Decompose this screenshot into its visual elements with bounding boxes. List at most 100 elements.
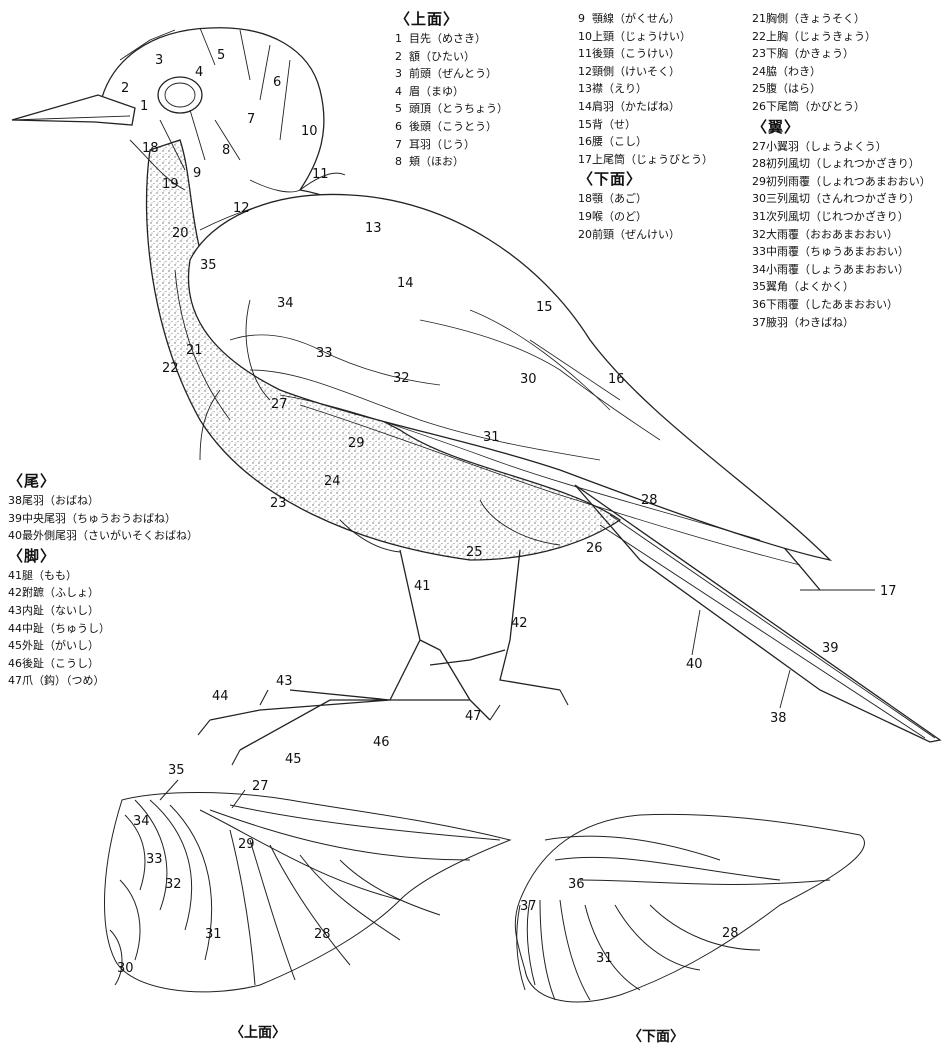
legend-item: 38尾羽（おばね）	[8, 492, 198, 510]
wing-upper-label-31: 31	[205, 927, 222, 942]
wing-upper-label-27: 27	[252, 779, 269, 794]
label-35: 35	[200, 258, 217, 273]
legend-item-text: 下尾筒（かびとう）	[766, 100, 865, 113]
legend-item-number: 39	[8, 510, 22, 528]
label-8: 8	[222, 143, 230, 158]
label-39: 39	[822, 641, 839, 656]
legend-item-number: 2	[395, 48, 409, 66]
label-26: 26	[586, 541, 603, 556]
legend-item: 19喉（のど）	[578, 208, 713, 226]
legend-item-number: 43	[8, 602, 22, 620]
legend-list-upper: 1目先（めさき）2額（ひたい）3前頭（ぜんとう）4眉（まゆ）5頭頂（とうちょう）…	[395, 30, 508, 171]
legend-item-number: 14	[578, 98, 592, 116]
legend-item: 43内趾（ないし）	[8, 602, 198, 620]
legend-item-number: 28	[752, 155, 766, 173]
legend-item: 42跗蹠（ふしょ）	[8, 584, 198, 602]
legend-item-number: 31	[752, 208, 766, 226]
legend-item-number: 15	[578, 116, 592, 134]
wing-upper-label-33: 33	[146, 852, 163, 867]
legend-item-number: 47	[8, 672, 22, 690]
legend-item-text: 腿（もも）	[22, 569, 77, 582]
legend-item: 28初列風切（しょれつかざきり）	[752, 155, 931, 173]
label-38: 38	[770, 711, 787, 726]
legend-item-number: 46	[8, 655, 22, 673]
legend-item-number: 23	[752, 45, 766, 63]
label-1: 1	[140, 99, 148, 114]
legend-item-text: 腋羽（わきばね）	[766, 316, 854, 329]
legend-item-text: 初列風切（しょれつかざきり）	[766, 157, 920, 170]
legend-item: 5頭頂（とうちょう）	[395, 100, 508, 118]
legend-item-text: 下雨覆（したあまおおい）	[766, 298, 898, 311]
legend-item: 21胸側（きょうそく）	[752, 10, 931, 28]
wing-lower-label-37: 37	[520, 899, 537, 914]
label-27: 27	[271, 397, 288, 412]
legend-item: 8頬（ほお）	[395, 153, 508, 171]
legend-item-number: 25	[752, 80, 766, 98]
legend-item: 31次列風切（じれつかざきり）	[752, 208, 931, 226]
legend-item-number: 19	[578, 208, 592, 226]
legend-item-text: 最外側尾羽（さいがいそくおばね）	[22, 529, 198, 542]
legend-item-text: 額（ひたい）	[409, 50, 475, 63]
legend-item-number: 45	[8, 637, 22, 655]
label-5: 5	[217, 48, 225, 63]
label-11: 11	[312, 167, 329, 182]
label-31: 31	[483, 430, 500, 445]
legend-item-text: 頸側（けいそく）	[592, 65, 680, 78]
legend-item-number: 3	[395, 65, 409, 83]
legend-item-number: 34	[752, 261, 766, 279]
legend-item-number: 38	[8, 492, 22, 510]
label-7: 7	[247, 112, 255, 127]
legend-item-number: 29	[752, 173, 766, 191]
legend-heading-tail: 〈尾〉	[8, 470, 198, 492]
label-20: 20	[172, 226, 189, 241]
label-41: 41	[414, 579, 431, 594]
legend-item-number: 41	[8, 567, 22, 585]
legend-item-text: 中趾（ちゅうし）	[22, 622, 110, 635]
legend-item: 37腋羽（わきばね）	[752, 314, 931, 332]
legend-item-text: 腹（はら）	[766, 82, 821, 95]
legend-item: 6後頭（こうとう）	[395, 118, 508, 136]
label-47: 47	[465, 709, 482, 724]
legend-item: 45外趾（がいし）	[8, 637, 198, 655]
legend-item: 16腰（こし）	[578, 133, 713, 151]
legend-item-text: 爪（鈎）（つめ）	[22, 674, 105, 687]
legend-item-text: 尾羽（おばね）	[22, 494, 99, 507]
legend-item-text: 小雨覆（しょうあまおおい）	[766, 263, 909, 276]
legend-item-text: 前頭（ぜんとう）	[409, 67, 497, 80]
legend-item-number: 11	[578, 45, 592, 63]
legend-item-text: 中雨覆（ちゅうあまおおい）	[766, 245, 909, 258]
legend-item: 47爪（鈎）（つめ）	[8, 672, 198, 690]
wing-upper-label-34: 34	[133, 814, 150, 829]
legend-item: 34小雨覆（しょうあまおおい）	[752, 261, 931, 279]
legend-item: 26下尾筒（かびとう）	[752, 98, 931, 116]
legend-list-tail: 38尾羽（おばね）39中央尾羽（ちゅうおうおばね）40最外側尾羽（さいがいそくお…	[8, 492, 198, 545]
legend-item: 35翼角（よくかく）	[752, 278, 931, 296]
legend-item: 46後趾（こうし）	[8, 655, 198, 673]
legend-item-number: 26	[752, 98, 766, 116]
caption-wing-lower: 〈下面〉	[628, 1026, 684, 1046]
legend-item-number: 37	[752, 314, 766, 332]
legend-column-3: 21胸側（きょうそく）22上胸（じょうきょう）23下胸（かきょう）24脇（わき）…	[752, 10, 931, 331]
label-10: 10	[301, 124, 318, 139]
label-22: 22	[162, 361, 179, 376]
legend-item-number: 30	[752, 190, 766, 208]
legend-item-number: 5	[395, 100, 409, 118]
legend-item-text: 前頸（ぜんけい）	[592, 228, 680, 241]
legend-item-number: 22	[752, 28, 766, 46]
legend-item-text: 上尾筒（じょうびとう）	[592, 153, 713, 166]
label-42: 42	[511, 616, 528, 631]
label-33: 33	[316, 346, 333, 361]
legend-item-text: 胸側（きょうそく）	[766, 12, 865, 25]
label-3: 3	[155, 53, 163, 68]
wing-upper-label-35: 35	[168, 763, 185, 778]
label-17: 17	[880, 584, 897, 599]
label-9: 9	[193, 166, 201, 181]
legend-heading-legs: 〈脚〉	[8, 545, 198, 567]
legend-item: 39中央尾羽（ちゅうおうおばね）	[8, 510, 198, 528]
legend-item: 15背（せ）	[578, 116, 713, 134]
legend-item-number: 33	[752, 243, 766, 261]
legend-heading-under: 〈下面〉	[578, 168, 713, 190]
legend-item-text: 肩羽（かたばね）	[592, 100, 680, 113]
legend-item: 4眉（まゆ）	[395, 83, 508, 101]
legend-item-number: 10	[578, 28, 592, 46]
